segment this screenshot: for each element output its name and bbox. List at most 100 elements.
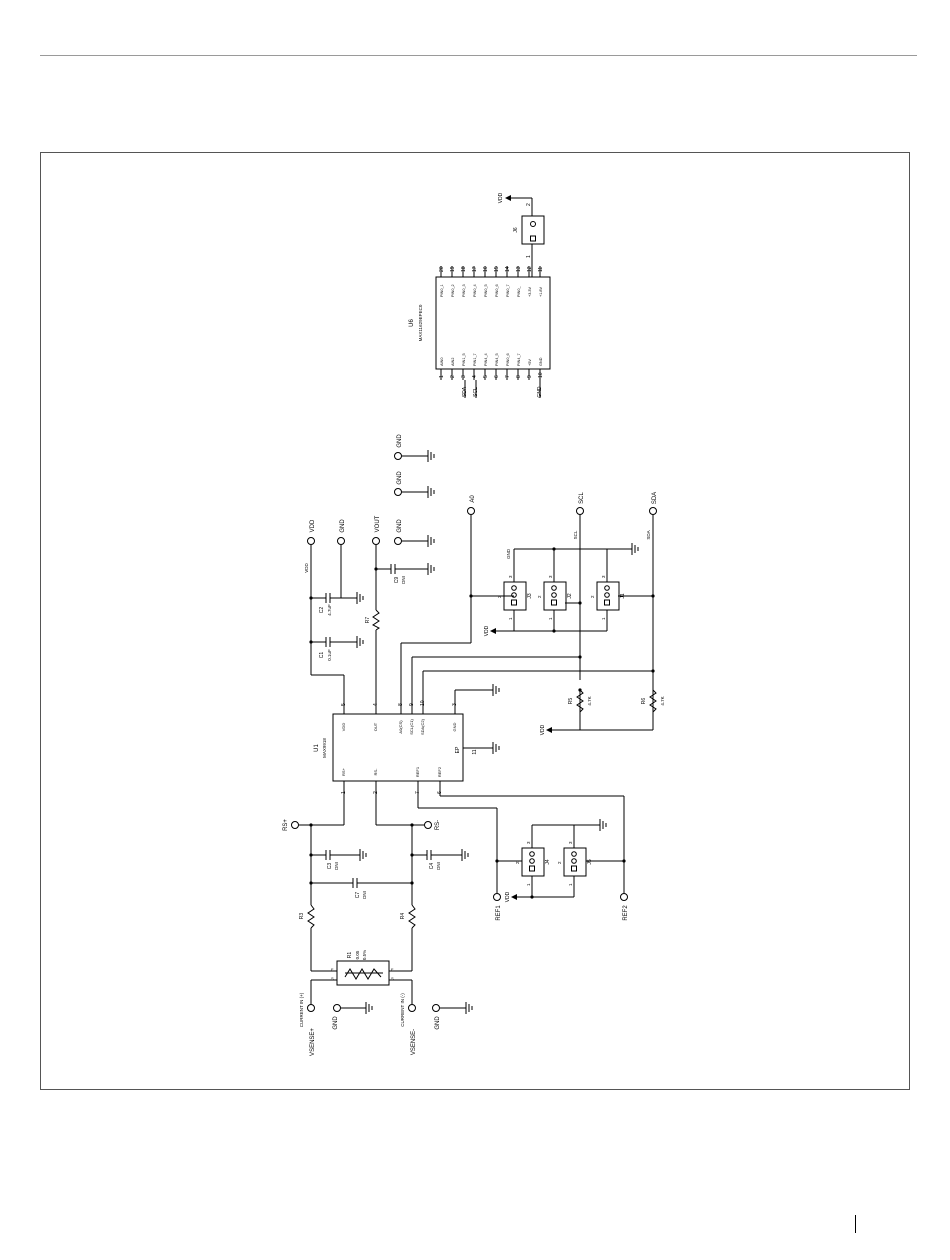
u1-ref: U1	[314, 744, 320, 752]
ground-symbol	[492, 684, 500, 696]
r1-shunt-resistor: R1 0.05 0.5% F S F S	[310, 950, 413, 1004]
c9-ref: C9	[394, 577, 400, 584]
ref-jumper-vdd-label: VDD	[505, 891, 511, 902]
ground-symbol	[427, 486, 435, 498]
junction-dot	[552, 547, 556, 551]
u1-part: MAX9918	[322, 738, 327, 758]
u1-top-wiring: VDD	[400, 595, 654, 735]
j1-pin-3	[604, 585, 610, 591]
gnd-bottom-label-1: GND	[333, 1016, 339, 1030]
j6-pin-2: 2	[526, 203, 532, 206]
u6-pin-number: 12	[527, 266, 533, 272]
r3-resistor: R3	[299, 904, 315, 929]
a0-scl-sda-terminals: A0 SCL SDA SCL SDA GND VDD	[467, 492, 658, 690]
r1-ref: R1	[347, 952, 353, 959]
ground-symbol	[465, 1002, 473, 1014]
junction-dot	[309, 640, 313, 644]
r6-resistor: R6 4.7K	[641, 689, 665, 713]
u6-pin-name: PIN1_5	[462, 353, 466, 366]
u6-pin-number: 5	[483, 375, 489, 378]
rs-plus-terminal-label: RS+	[283, 819, 289, 831]
u6-pin-number: 6	[494, 375, 500, 378]
ground-symbol	[427, 450, 435, 462]
j1-pin-1-num: 1	[601, 617, 606, 620]
c4-value: DNI	[436, 862, 441, 870]
r5-ref: R5	[568, 698, 574, 705]
scl-net-label: SCL	[573, 530, 578, 539]
schematic-frame	[40, 152, 910, 1090]
u6-pin-name: +1.8V	[539, 287, 543, 297]
gnd-label-2: GND	[397, 471, 403, 485]
current-in-minus-label: CURRENT IN (-)	[400, 993, 405, 1027]
ref1-terminal-label: REF1	[496, 905, 502, 921]
u6-pin-name: AIN2	[451, 358, 455, 366]
r6-value: 4.7K	[660, 696, 665, 705]
junction-dot	[578, 688, 582, 692]
j3-pin-1-num: 1	[508, 617, 513, 620]
sda-net-label: SDA	[646, 530, 651, 539]
u6-pin-name: PIN0_5	[484, 284, 488, 297]
j3-pin-3-num: 3	[508, 575, 513, 578]
u6-pin-number: 7	[505, 375, 511, 378]
u6-pin-number: 11	[538, 267, 544, 272]
u6-pin-name: PIN0_	[517, 286, 521, 297]
a0-terminal-label: A0	[470, 495, 476, 503]
j1-pin-1	[604, 599, 610, 606]
footer-mark	[855, 1215, 856, 1233]
r1-tolerance: 0.5%	[362, 950, 367, 960]
u6-pin-number: 19	[450, 266, 456, 272]
u6-pin-number: 17	[472, 266, 478, 272]
c2-capacitor: C2 4.7uF	[311, 593, 357, 616]
vsense-minus-label: VSENSE-	[411, 1029, 417, 1055]
c1-value: 0.1uF	[327, 649, 332, 661]
u6-pin-name: PIN4_4	[484, 353, 488, 366]
r5-resistor: R5 4.7K	[568, 689, 592, 713]
u6-pin-number: 9	[527, 375, 533, 378]
u1-pin-name: OUT	[373, 722, 378, 731]
u6-pin-name: PIN4_7	[517, 353, 521, 366]
u6-chip: U6 MAX11629EPEC0 1AIN02AIN23PIN1_54PIN1_…	[409, 266, 551, 398]
junction-dot	[552, 629, 556, 633]
ground-symbol	[631, 543, 639, 555]
ground-symbol	[356, 636, 364, 648]
c7-ref: C7	[355, 892, 361, 899]
j4-pin-1-num: 1	[526, 883, 531, 886]
j3-pin-3	[511, 585, 517, 591]
ground-symbol	[427, 535, 435, 547]
u6-pin-name: +5V	[528, 359, 532, 366]
scl-terminal-label: SCL	[579, 492, 585, 504]
u1-pin-number: 5	[341, 703, 347, 706]
u6-part: MAX11629EPEC0	[418, 304, 423, 341]
u6-pin-number: 4	[472, 375, 478, 378]
u6-pin-name: PIN4_5	[495, 353, 499, 366]
current-in-plus-label: CURRENT IN (+)	[299, 992, 304, 1027]
u6-pin-number: 14	[505, 266, 511, 272]
u6-pin-name: PIN0_3	[462, 284, 466, 297]
u1-pin-name: SDA(C2)	[420, 718, 425, 735]
j6-vdd-label: VDD	[498, 192, 504, 203]
j3-pin-1	[511, 599, 517, 606]
u6-pin-number: 8	[516, 375, 522, 378]
u1-pin-11: 11	[472, 749, 478, 754]
ground-symbol	[492, 742, 500, 754]
r4-ref: R4	[400, 913, 406, 920]
junction-dot	[651, 669, 655, 673]
j2-pin-1	[551, 599, 557, 606]
top-rule	[40, 55, 917, 56]
ref-wiring: REF1 REF2 VDD	[417, 781, 629, 921]
j6-pin-1: 1	[526, 255, 532, 258]
u6-pin-number: 16	[483, 266, 489, 272]
gnd-label-3: GND	[397, 519, 403, 533]
u6-pin-number: 13	[516, 266, 522, 272]
junction-dot	[374, 567, 378, 571]
u6-net-scl: SCL	[473, 387, 479, 397]
junction-dot	[309, 823, 313, 827]
ground-symbol	[599, 819, 607, 831]
j3-ref: J3	[527, 593, 533, 599]
